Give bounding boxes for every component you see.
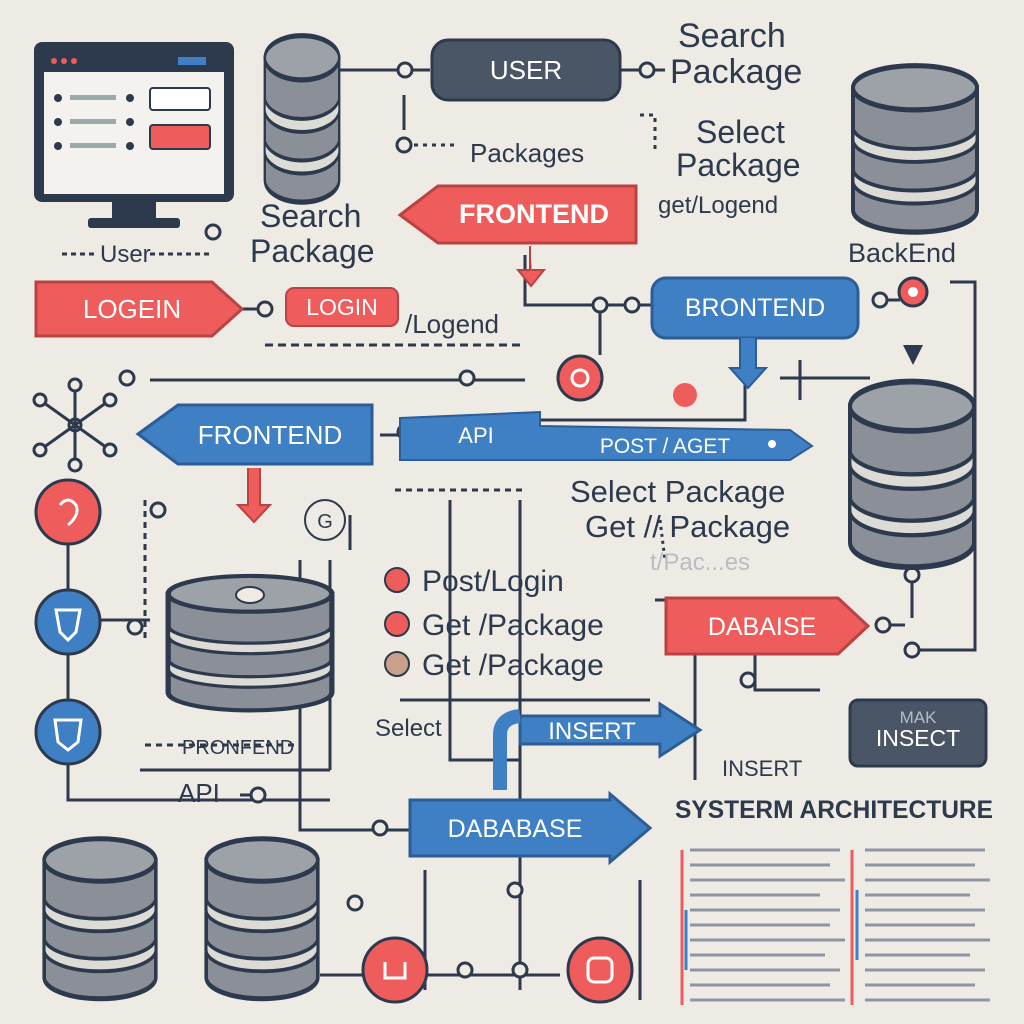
mak-insect-box: MAK INSECT [848,698,988,768]
database-cylinders [44,36,977,999]
packages-label: Packages [470,138,584,168]
letter-icon: G [304,499,346,541]
select-package-mid-line2: Get // Package [585,509,790,544]
faded-packages-label: t/Pac...es [650,549,750,576]
dababase-label: DABABASE [448,815,583,843]
text-labels: Search Package Select Package get/Logend… [100,17,993,824]
logend-label: /Logend [405,309,499,339]
frontend-mid-label: FRONTEND [198,420,342,450]
frontend-mid-arrow: FRONTEND [135,403,374,524]
brontend-pill: BRONTEND [650,276,860,390]
api-pill-label: API [458,423,493,448]
select-package-mid-line1: Select Package [570,474,785,509]
heart-icon [34,478,102,546]
login-arrow: LOGEIN [34,280,245,338]
search-package-mid-line1: Search [260,198,361,234]
diagram-title: SYSTERM ARCHITECTURE [675,796,993,824]
backend-label: BackEnd [848,238,956,268]
insert-arrow: INSERT [493,701,703,790]
post-aget-label: POST / AGET [600,435,730,458]
mak-label: MAK [900,708,938,727]
search-package-mid-line2: Package [250,233,375,269]
dabaise-arrow: DABAISE [664,596,871,656]
api-post-arrow: API POST / AGET [399,410,814,461]
dabaise-label: DABAISE [708,613,816,641]
gear-icon [556,354,604,402]
legend-item-label: Get /Package [422,609,604,642]
legend-item-label: Get /Package [422,649,604,682]
user-label: User [100,241,151,268]
login-arrow-label: LOGEIN [83,294,181,324]
login-small-pill: LOGIN [285,287,399,327]
login-small-label: LOGIN [306,294,378,320]
legend-item-label: Post/Login [422,565,564,598]
lock-icon [361,936,429,1004]
search-package-top-line1: Search [678,17,786,55]
user-pill-label: USER [490,55,562,85]
frontend-top-arrow: FRONTEND [397,184,638,288]
select-package-top-line2: Package [676,147,801,183]
get-logend-label: get/Logend [658,192,778,219]
search-package-top-line2: Package [670,53,802,91]
network-icon [32,377,118,473]
legend-item: Get /Package [384,609,604,642]
placeholder-text-lines [680,848,990,1005]
legend-item: Get /Package [384,649,604,682]
api-label: API [178,778,220,808]
monitor-icon [34,42,234,228]
shield-icon [34,588,102,656]
dababase-arrow: DABABASE [408,790,653,866]
legend-item: Post/Login [384,565,564,598]
insect-label: INSECT [876,725,960,751]
check-shield-icon [34,698,102,766]
user-pill: USER [430,38,622,102]
insert-label: INSERT [722,756,802,781]
round-icons: G [32,276,929,1004]
select-label: Select [375,715,442,742]
frontend-top-label: FRONTEND [459,199,609,229]
target-icon [897,276,929,365]
record-icon [673,383,697,407]
letter-icon-text: G [317,511,333,533]
legend: Post/Login Get /Package Get /Package [384,565,604,682]
select-package-top-line1: Select [696,114,785,150]
database-small-icon [566,936,634,1004]
brontend-label: BRONTEND [685,294,825,322]
insert-arrow-label: INSERT [548,718,636,745]
pronfend-label: PRONFEND [182,737,294,759]
